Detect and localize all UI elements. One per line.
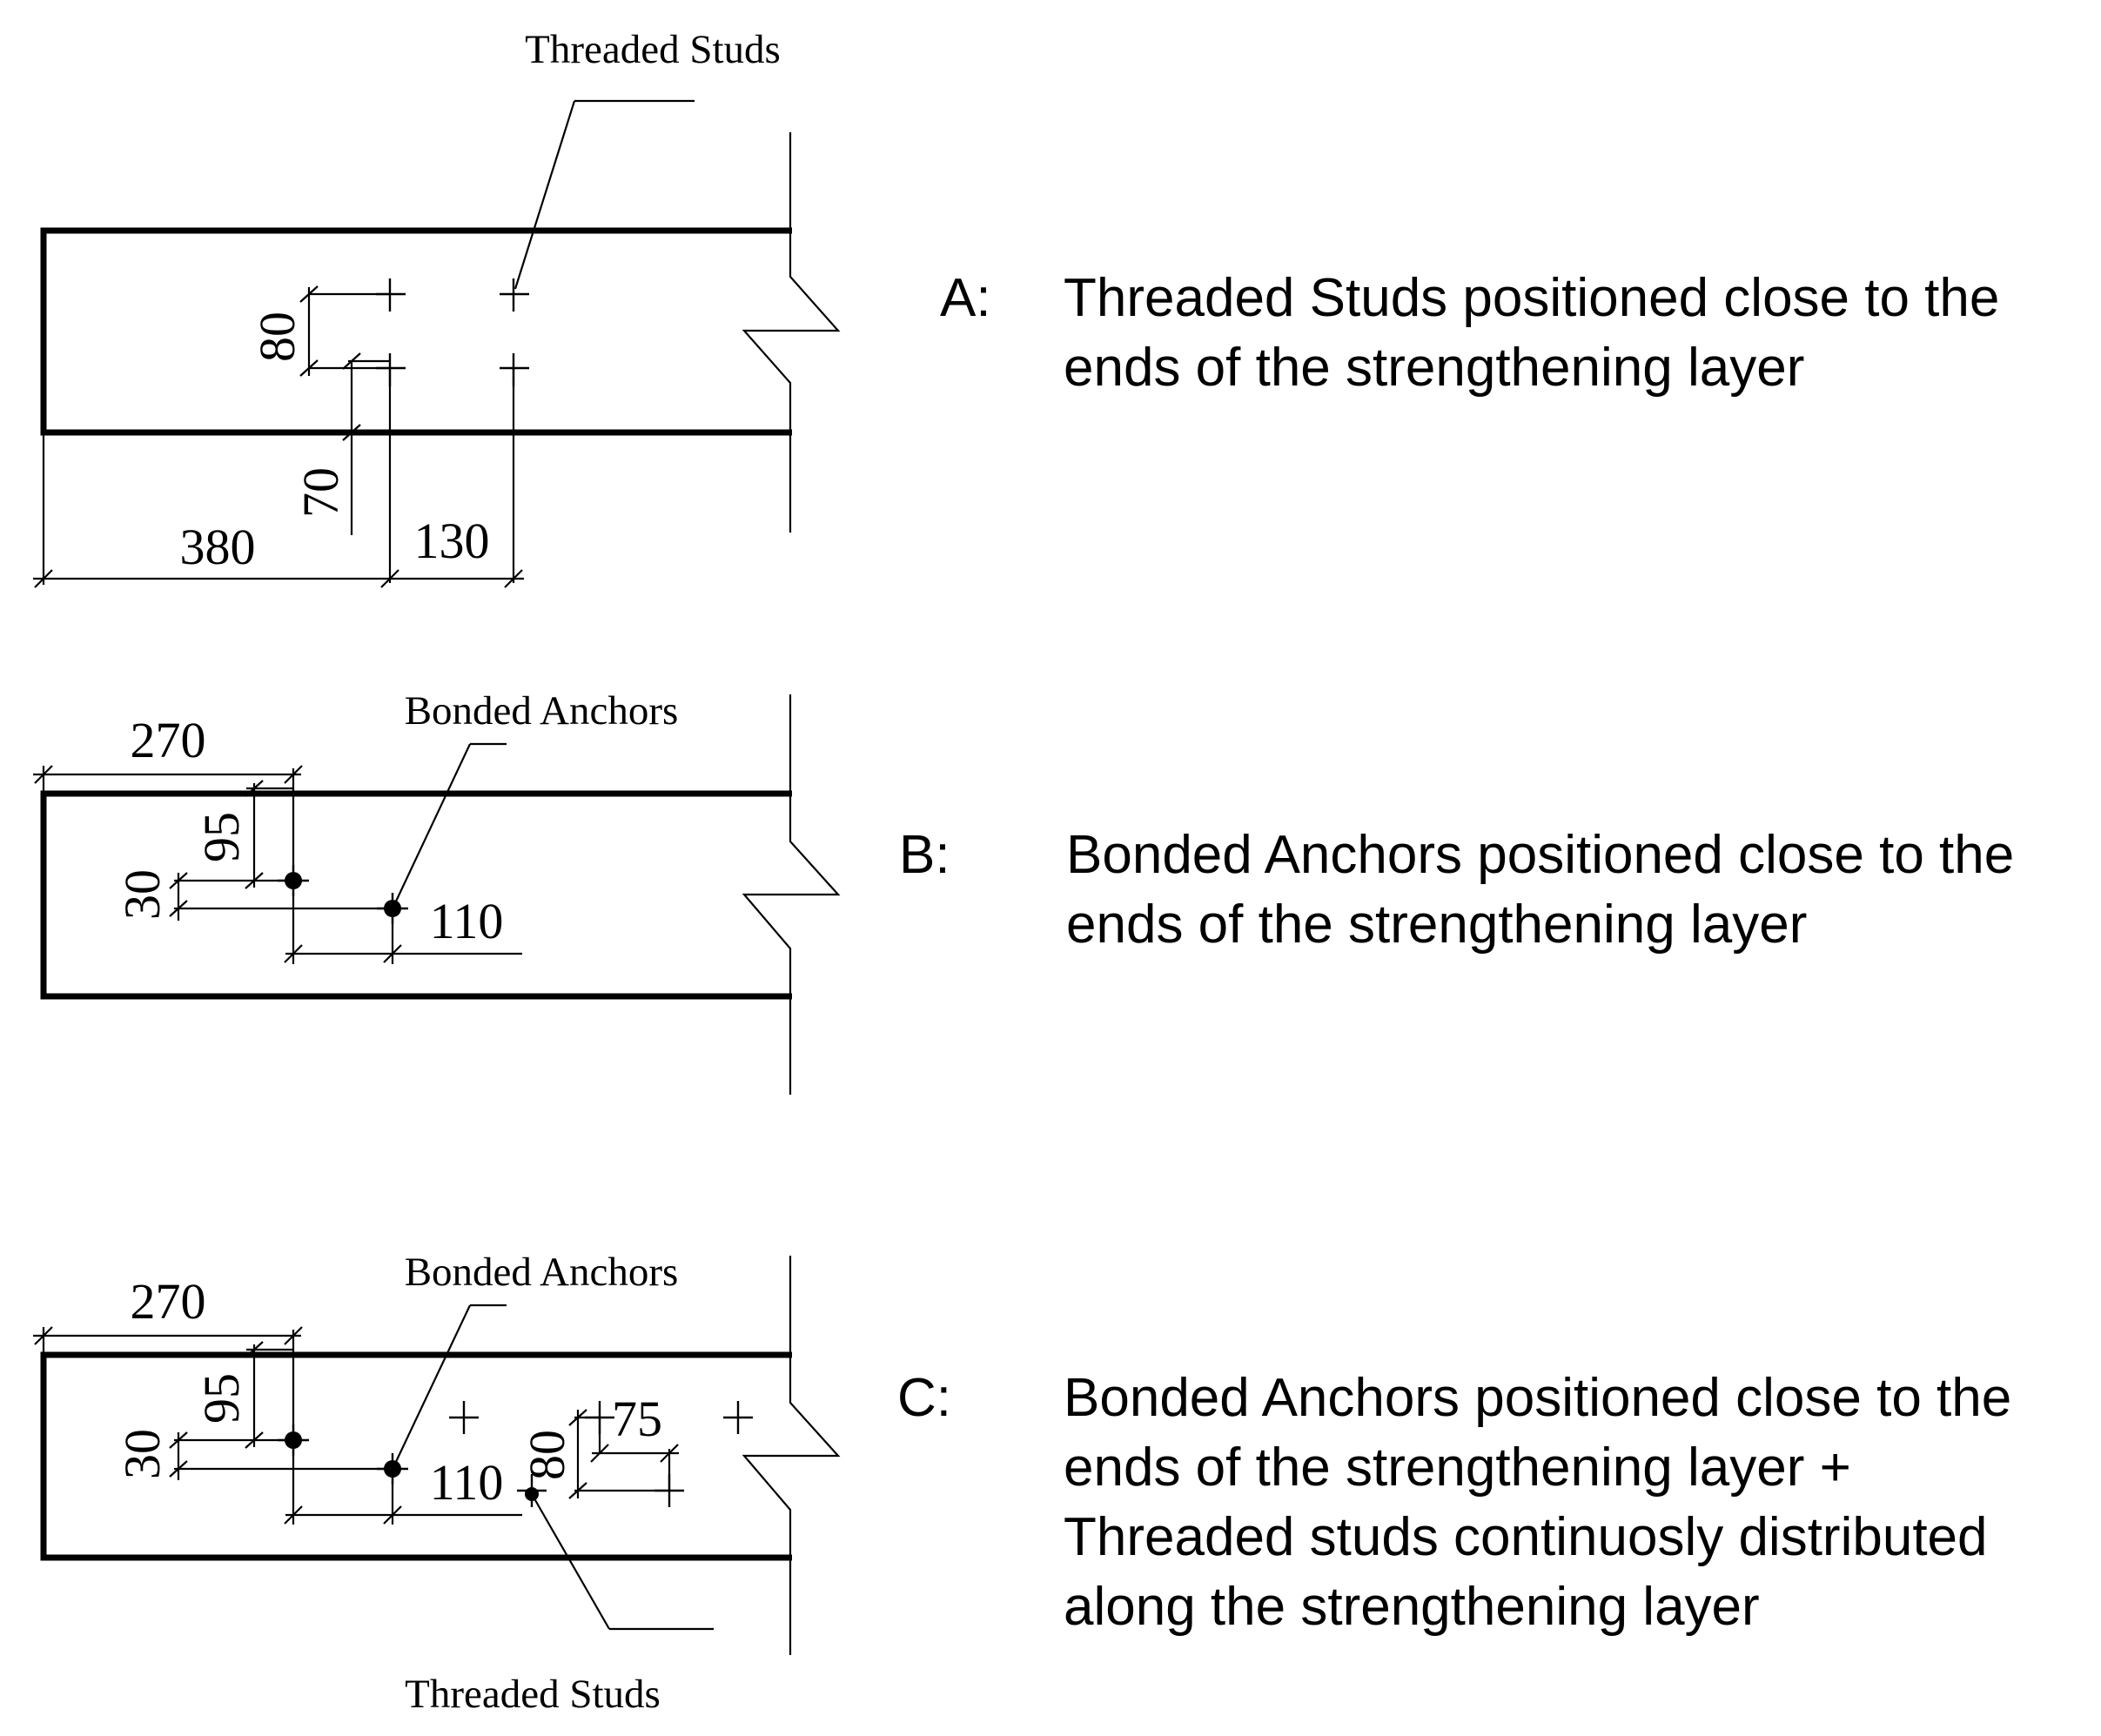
column-break-a xyxy=(742,132,841,533)
dim-70-a: 70 xyxy=(292,467,349,518)
panel-description-a: Threaded Studs positioned close to the e… xyxy=(1064,268,2015,398)
description-line: Bonded Anchors positioned close to the xyxy=(1064,1368,2011,1428)
dimension-lines-b xyxy=(33,765,522,964)
description-line: Bonded Anchors positioned close to the xyxy=(1066,825,2014,885)
dim-80-c: 80 xyxy=(519,1430,575,1480)
panel-key-a: A: xyxy=(940,268,991,328)
dim-80-a: 80 xyxy=(249,312,305,362)
bonded-anchors-b xyxy=(278,865,408,924)
column-break-b xyxy=(742,694,841,1095)
dim-30-c: 30 xyxy=(114,1429,171,1479)
dim-130-a: 130 xyxy=(414,513,490,569)
dim-380-a: 380 xyxy=(180,519,256,575)
beam-outline-a xyxy=(40,227,792,436)
dim-95-c: 95 xyxy=(193,1373,250,1424)
beam-outline-b xyxy=(40,790,792,1000)
dim-110-c: 110 xyxy=(430,1454,504,1511)
dim-30-b: 30 xyxy=(114,869,171,920)
threaded-studs-a xyxy=(376,278,529,386)
dimension-lines-a xyxy=(33,285,524,588)
stud-marker xyxy=(449,1401,479,1434)
panel-a: Threaded Studs 80 70 380 130 A: Threaded… xyxy=(33,27,2015,588)
label-bonded-anchors-c: Bonded Anchors xyxy=(405,1250,679,1295)
label-threaded-studs-a: Threaded Studs xyxy=(525,27,781,72)
dim-110-b: 110 xyxy=(430,893,504,949)
dim-95-b: 95 xyxy=(193,812,250,862)
panel-description-c: Bonded Anchors positioned close to the e… xyxy=(1064,1368,2026,1637)
label-bonded-anchors-b: Bonded Anchors xyxy=(405,688,679,734)
description-line: Threaded studs continuosly distributed xyxy=(1064,1507,1988,1567)
label-leader-c-studs xyxy=(525,1487,714,1631)
panel-c: Bonded Anchors Threaded Studs 270 95 30 … xyxy=(33,1250,2026,1717)
description-line: ends of the strengthening layer xyxy=(1066,895,1807,955)
panel-key-c: C: xyxy=(897,1368,951,1428)
description-line: ends of the strengthening layer + xyxy=(1064,1438,1851,1498)
stud-marker xyxy=(500,278,529,312)
panel-b: Bonded Anchors 270 95 30 110 B: Bonded A… xyxy=(33,688,2029,1095)
beam-outline-c xyxy=(40,1351,792,1561)
label-leader-b xyxy=(393,742,507,906)
bonded-anchors-c xyxy=(278,1424,408,1485)
stud-marker xyxy=(723,1401,753,1434)
label-threaded-studs-c: Threaded Studs xyxy=(405,1672,661,1717)
column-break-c xyxy=(742,1256,841,1655)
description-line: along the strengthening layer xyxy=(1064,1577,1760,1637)
description-line: Threaded Studs positioned close to the xyxy=(1064,268,1999,328)
dim-75-c: 75 xyxy=(612,1391,662,1447)
label-leader-a xyxy=(514,99,695,290)
label-leader-c-anchors xyxy=(393,1304,507,1466)
panel-description-b: Bonded Anchors positioned close to the e… xyxy=(1066,825,2029,955)
panel-key-b: B: xyxy=(899,825,950,885)
dimension-lines-c xyxy=(33,1326,679,1525)
description-line: ends of the strengthening layer xyxy=(1064,338,1804,398)
dim-270-c: 270 xyxy=(131,1273,206,1330)
dim-270-b: 270 xyxy=(131,712,206,768)
